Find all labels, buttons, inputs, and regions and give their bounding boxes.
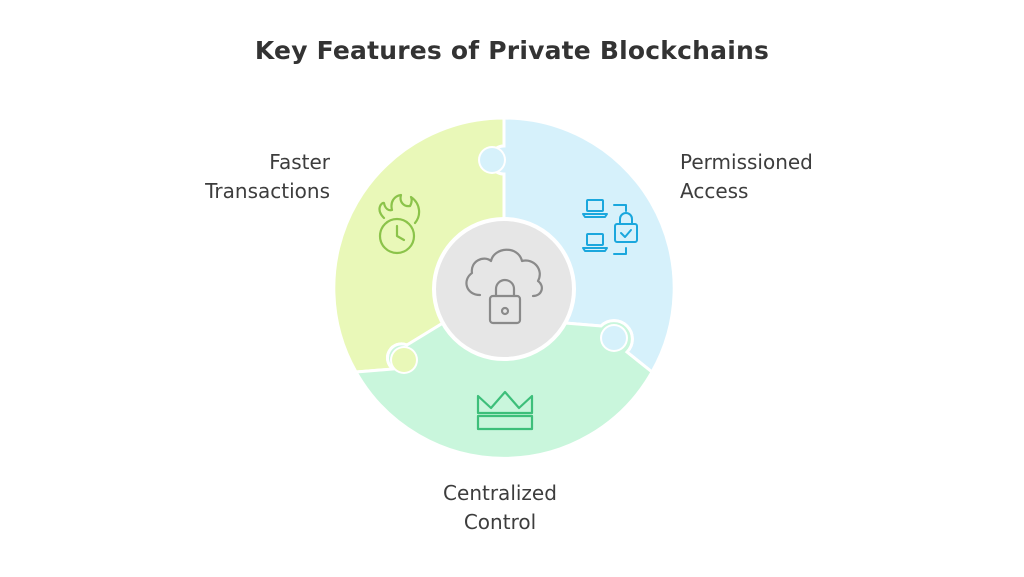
segment-centralized-control <box>353 319 654 460</box>
center-circle <box>432 217 576 361</box>
label-faster-transactions: Faster Transactions <box>150 148 330 206</box>
fire-clock-icon <box>378 193 421 255</box>
diagram-title: Key Features of Private Blockchains <box>254 36 770 65</box>
label-faster-transactions-line-1: Faster <box>269 150 330 174</box>
puzzle-knob-left-fill <box>392 348 416 372</box>
puzzle-knob-top-fill <box>480 148 504 172</box>
label-faster-transactions-line-2: Transactions <box>205 179 330 203</box>
label-permissioned-access: Permissioned Access <box>680 148 880 206</box>
label-permissioned-access-line-2: Access <box>680 179 749 203</box>
laptops-lock-icon <box>582 199 638 255</box>
puzzle-knob-right-fill <box>602 326 626 350</box>
crown-icon <box>476 390 534 431</box>
label-centralized-control-line-1: Centralized <box>443 481 557 505</box>
cloud-lock-icon <box>465 248 543 325</box>
label-centralized-control-line-2: Control <box>463 510 537 534</box>
label-centralized-control: Centralized Control <box>400 479 600 537</box>
label-permissioned-access-line-1: Permissioned <box>680 150 813 174</box>
